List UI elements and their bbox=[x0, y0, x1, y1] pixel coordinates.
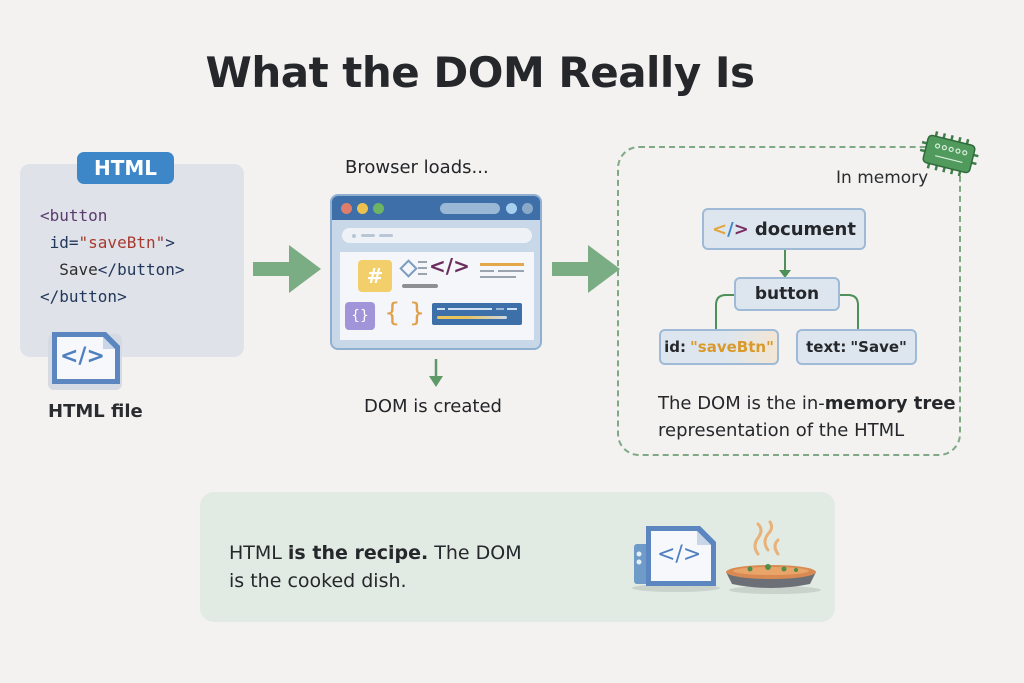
tree-node-button: button bbox=[734, 277, 840, 311]
tree-node-document: </> document bbox=[702, 208, 866, 250]
code-token: id= bbox=[40, 233, 79, 252]
browser-loads-label: Browser loads... bbox=[345, 157, 489, 178]
html-badge: HTML bbox=[77, 152, 174, 184]
curly-braces-icon: { } bbox=[384, 298, 426, 328]
code-token: Save bbox=[40, 260, 98, 279]
html-file-icon: </> bbox=[46, 330, 124, 396]
code-glyph-icon: </> bbox=[60, 344, 105, 369]
code-token: </button> bbox=[40, 287, 127, 306]
browser-window-illustration: # </> {} { } bbox=[330, 194, 542, 350]
code-token: <button bbox=[40, 206, 108, 225]
hash-icon: # bbox=[358, 260, 392, 292]
node-label: document bbox=[754, 218, 856, 240]
maximize-dot-icon bbox=[373, 203, 384, 214]
dom-created-label: DOM is created bbox=[364, 396, 502, 417]
tree-connectors bbox=[715, 250, 859, 330]
node-value: "saveBtn" bbox=[689, 338, 774, 356]
code-block-illustration bbox=[432, 303, 522, 325]
tree-node-text: text: "Save" bbox=[796, 329, 917, 365]
analogy-text-part: The DOM bbox=[428, 542, 522, 564]
code-token: > bbox=[165, 233, 175, 252]
analogy-text: HTML is the recipe. The DOM is the cooke… bbox=[229, 539, 522, 595]
code-glyph-icon: </> bbox=[429, 254, 470, 278]
status-dot-icon bbox=[522, 203, 533, 214]
in-memory-region bbox=[617, 146, 961, 456]
code-token: "saveBtn" bbox=[78, 233, 166, 252]
caption-emphasis: memory tree bbox=[824, 393, 956, 414]
caption-text: representation of the HTML bbox=[658, 420, 905, 441]
node-label: button bbox=[754, 284, 820, 304]
minimize-dot-icon bbox=[357, 203, 368, 214]
diamond-icon bbox=[399, 259, 418, 278]
node-value: "Save" bbox=[850, 338, 907, 356]
down-arrow-icon bbox=[429, 359, 443, 387]
code-line: </button> bbox=[40, 287, 127, 306]
object-braces-icon: {} bbox=[345, 302, 375, 330]
recipe-document-icon: </> bbox=[630, 524, 722, 598]
html-file-label: HTML file bbox=[48, 401, 143, 422]
caption-text: The DOM is the in- bbox=[658, 393, 825, 414]
code-glyph-icon: </> bbox=[657, 542, 702, 567]
tab-pill bbox=[440, 203, 500, 214]
dom-definition-caption: The DOM is the in-memory tree representa… bbox=[658, 390, 956, 444]
analogy-card bbox=[200, 492, 835, 622]
analogy-text-part: HTML bbox=[229, 542, 288, 564]
node-key: id: bbox=[664, 338, 686, 356]
html-source-card: <button id="saveBtn"> Save</button> </bu… bbox=[20, 164, 244, 357]
right-arrow-icon bbox=[253, 245, 321, 293]
analogy-text-part: is the cooked dish. bbox=[229, 570, 407, 592]
cooked-dish-icon bbox=[726, 520, 821, 594]
code-token: </button> bbox=[97, 260, 185, 279]
memory-chip-icon bbox=[919, 131, 979, 177]
address-bar bbox=[342, 228, 532, 243]
analogy-emphasis: is the recipe. bbox=[287, 542, 429, 564]
tree-node-id-attribute: id: "saveBtn" bbox=[659, 329, 779, 365]
close-dot-icon bbox=[341, 203, 352, 214]
code-line: id="saveBtn"> bbox=[40, 233, 175, 252]
node-key: text: bbox=[806, 338, 847, 356]
in-memory-label: In memory bbox=[836, 168, 929, 188]
code-glyph-icon: </> bbox=[712, 218, 749, 240]
right-arrow-icon bbox=[552, 245, 620, 293]
code-line: Save</button> bbox=[40, 260, 185, 279]
browser-content: # </> {} { } bbox=[340, 252, 534, 340]
code-line: <button bbox=[40, 206, 107, 225]
page-title: What the DOM Really Is bbox=[205, 48, 755, 97]
status-dot-icon bbox=[506, 203, 517, 214]
